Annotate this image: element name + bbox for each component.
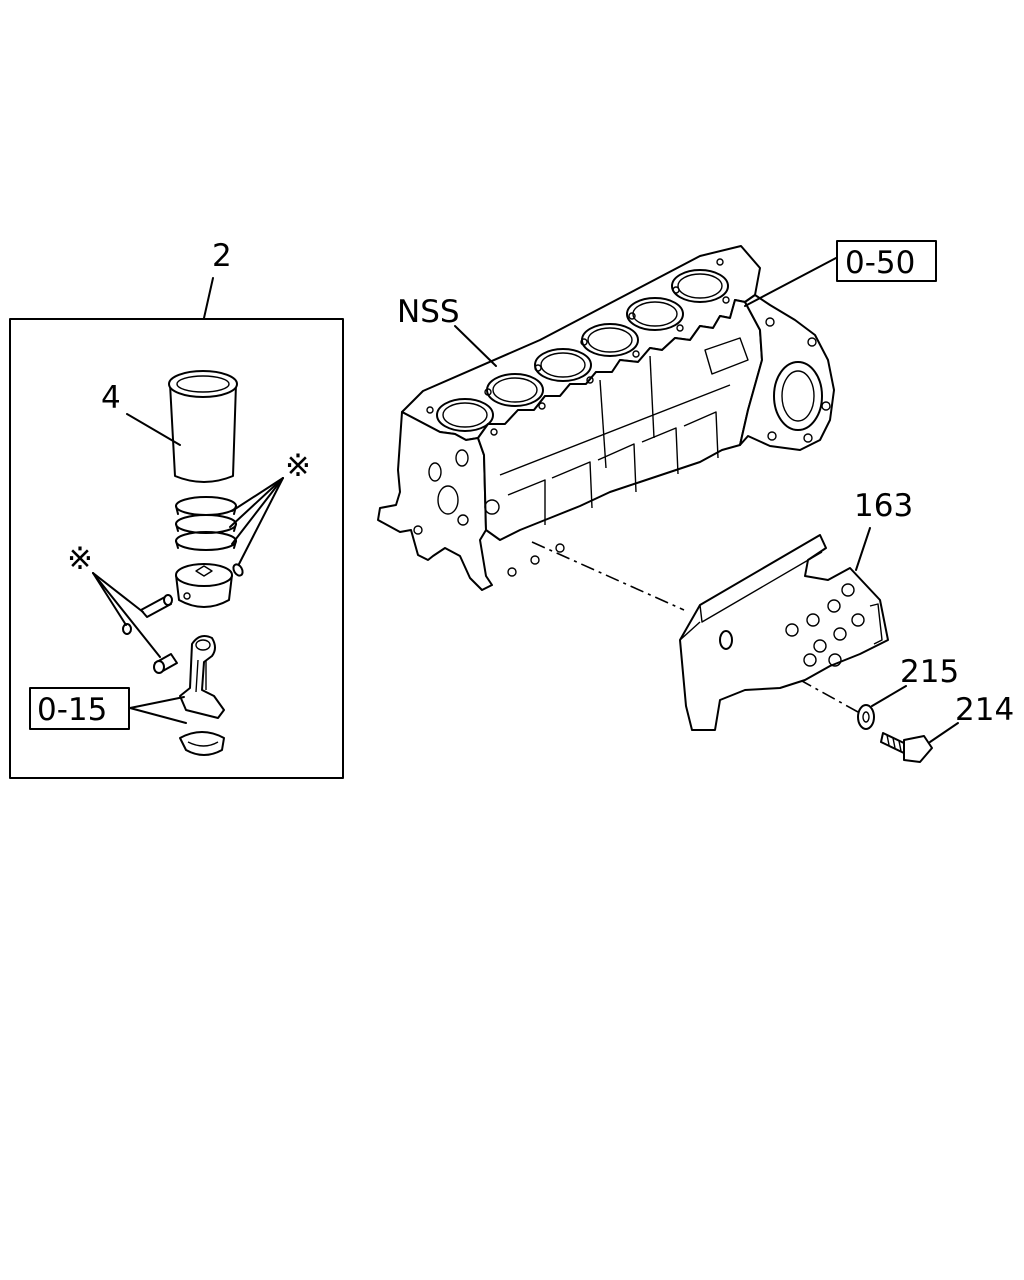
note-mark-rings: ※ [285, 448, 311, 484]
leader-215 [871, 685, 907, 707]
piston [175, 563, 233, 608]
callout-215: 215 [900, 654, 959, 690]
part-163-stiffener-plate [679, 534, 889, 731]
callout-0-50: 0-50 [845, 245, 915, 281]
leader-0-50 [744, 257, 837, 307]
callout-214: 214 [955, 692, 1014, 728]
side-ribs [499, 355, 731, 525]
ref-0-50-box [836, 240, 937, 282]
assembly-axis-1 [531, 541, 685, 611]
front-face-details [413, 449, 565, 577]
snap-ring [232, 563, 244, 577]
part-215-washer [857, 704, 875, 730]
ref-0-15-box [29, 687, 130, 730]
cylinder-liner [168, 370, 238, 483]
small-end-bushing [153, 653, 178, 674]
connecting-rod [179, 635, 225, 719]
piston-rings [175, 496, 237, 551]
note-mark-pin: ※ [67, 541, 93, 577]
bearing-cap [179, 731, 225, 756]
pin-snap-ring [122, 623, 132, 635]
cylinder-block [377, 245, 835, 591]
cylinder-bores [436, 269, 729, 432]
leader-2 [203, 277, 214, 319]
assembly-frame [9, 318, 344, 779]
piston-assembly-group [9, 277, 344, 779]
deck-bolt-holes [426, 258, 730, 436]
leader-4 [126, 413, 181, 446]
leader-214 [929, 722, 959, 743]
leader-nss [454, 325, 497, 367]
callout-4: 4 [101, 380, 121, 416]
callout-0-15: 0-15 [37, 692, 107, 728]
callout-163: 163 [854, 488, 913, 524]
piston-pin [140, 594, 173, 618]
callout-2: 2 [212, 238, 232, 274]
leader-163 [855, 527, 871, 571]
callout-nss: NSS [397, 294, 460, 330]
part-214-bolt [880, 732, 933, 763]
